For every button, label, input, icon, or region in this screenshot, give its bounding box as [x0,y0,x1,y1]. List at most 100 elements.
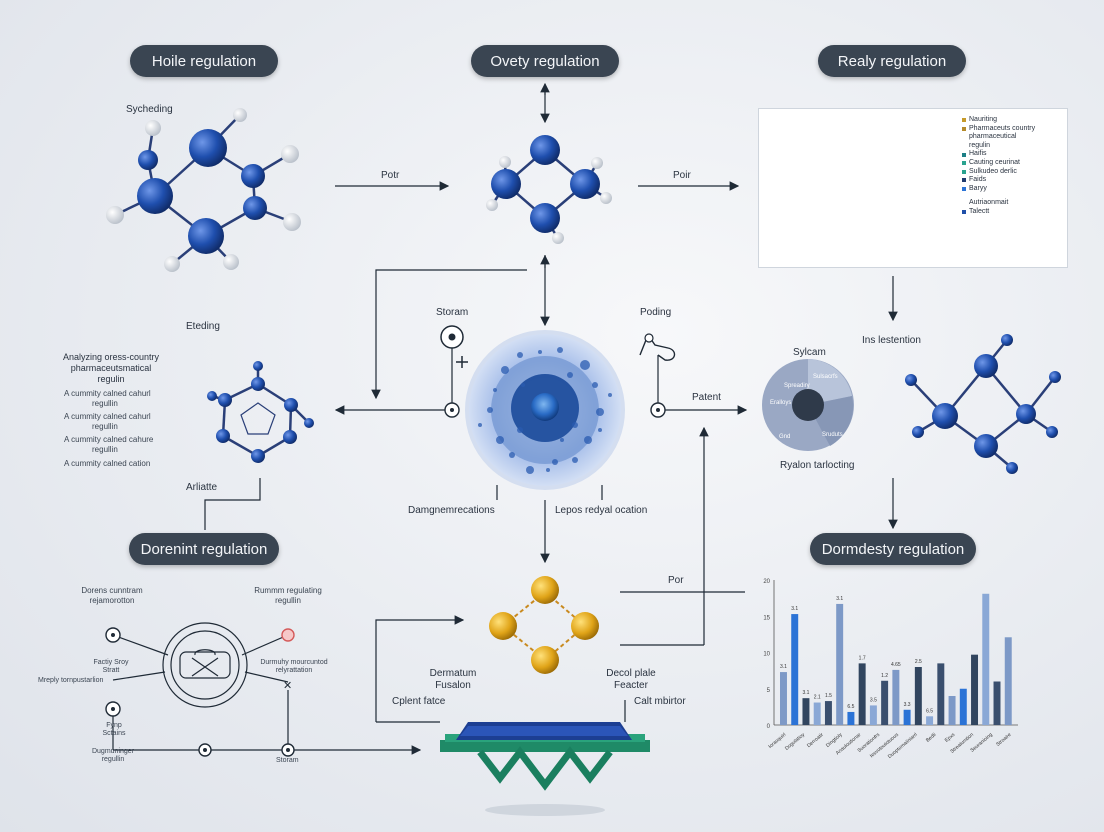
label-patent: Patent [692,392,721,404]
hydrogen-atom [486,199,498,211]
atom [974,354,998,378]
atom [243,196,267,220]
label-ryalon: Ryalon tarlocting [780,460,854,472]
legend-swatch [962,202,966,206]
legend-swatch [962,127,966,131]
pie-label-4: Gnd [779,432,790,442]
legend-item: pharmaceutical [962,133,1035,142]
bar [994,682,1001,726]
label-por: Por [668,575,684,587]
label-sylcam: Sylcam [793,347,826,359]
bar [971,655,978,725]
label-dugmuninger: Dugmuninger regullin [68,748,158,764]
atom [932,403,958,429]
label-storam-2: Storam [276,756,299,766]
atom [251,449,265,463]
x-tick-label: Bedli [925,732,937,744]
hydrogen-atom [591,157,603,169]
bar [814,703,821,725]
legend-item: Pharmaceuts country [962,125,1035,134]
x-tick-label: Dogulatioy [784,732,806,752]
legend-swatch [962,178,966,182]
cell-vesicle [572,457,578,463]
molecule-mid-left [207,361,314,463]
legend-item: Nauriting [962,116,1035,125]
legend-item: Baryy [962,185,1035,194]
label-poding: Poding [640,307,671,319]
bar [904,710,911,725]
atom [304,418,314,428]
cell-vesicle [584,436,592,444]
cell-vesicle [478,423,482,427]
atom [912,426,924,438]
legend-item: Faids [962,176,1035,185]
cell-vesicle [560,438,564,442]
legend-swatch [962,118,966,122]
atom [1046,426,1058,438]
data-label: 3.1 [791,606,798,612]
data-label: 1.7 [859,655,866,661]
cell-vesicle [567,372,573,378]
hydrogen-atom [281,145,299,163]
label-lepos: Lepos redyal ocation [555,505,647,517]
cell-vesicle [538,350,542,354]
bar [915,667,922,725]
pill-top-left: Hoile regulation [130,45,278,77]
cell-vesicle [521,383,525,387]
legend-swatch [962,144,966,148]
x-tick-label: Stroaire [995,732,1012,748]
y-tick-label: 10 [763,652,770,658]
molecule-mid-right [905,334,1061,474]
bar [791,614,798,725]
bar [825,701,832,725]
legend-item: Cauting ceurinat [962,159,1035,168]
bar [960,689,967,725]
atom [1049,371,1061,383]
data-label: 3.1 [836,596,843,602]
label-eteding: Eteding [186,321,220,333]
label-potr: Potr [381,170,399,182]
cell-vesicle [572,422,578,428]
atom [137,178,173,214]
cell-vesicle [608,393,612,397]
circuit-diagram [113,623,420,750]
atom [189,129,227,167]
legend-item: Sulkudeo derlic [962,168,1035,177]
pill-bottom-right: Dormdesty regulation [810,533,976,565]
data-label: 6.5 [926,708,933,714]
data-label: 6.5 [847,704,854,710]
atom [1016,404,1036,424]
data-label: 1.5 [825,693,832,699]
legend-label: Nauriting [969,116,997,125]
atom [207,391,217,401]
list-item-1b: regullin [92,399,118,409]
legend-label: Cauting ceurinat [969,159,1020,168]
cell-vesicle [501,366,509,374]
atom [491,169,521,199]
legend-swatch [962,210,966,214]
gold-molecule [489,576,599,674]
pill-top-right: Realy regulation [818,45,966,77]
pill-top-center: Ovety regulation [471,45,619,77]
label-rummm: Rummm regulating regullin [240,586,336,606]
list-item-2b: regullin [92,422,118,432]
bar [937,663,944,725]
label-poir: Poir [673,170,691,182]
legend-item: Talectt [962,208,1035,217]
legend-label: Autriaonmait [969,199,1008,208]
bar [859,663,866,725]
label-dermatum: Dermatum Fusalon [418,668,488,692]
hydrogen-atom [164,256,180,272]
bar [847,712,854,725]
atom [283,430,297,444]
atom [570,169,600,199]
platform-illustration [440,722,650,816]
bar [881,681,888,725]
bar [926,716,933,725]
pie-label-1: Spreadiry [784,381,810,391]
pie-label-3: Eralloys [770,398,791,408]
label-dorens: Dorens cunntram rejamorotton [64,586,160,606]
legend-swatch [962,161,966,165]
legend-label: Sulkudeo derlic [969,168,1017,177]
